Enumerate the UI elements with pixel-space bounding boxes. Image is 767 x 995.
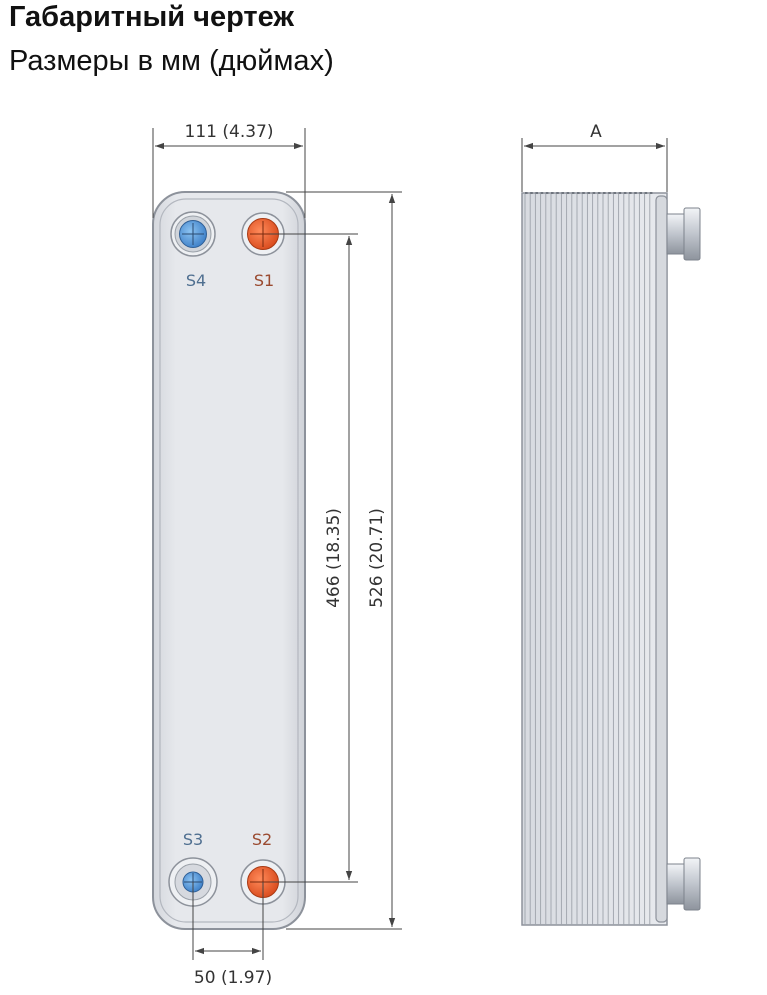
plate-fins <box>524 192 653 925</box>
port-label-s3: S3 <box>183 830 203 849</box>
plate-pack <box>521 192 668 926</box>
width-dimension-label: 111 (4.37) <box>185 122 274 142</box>
dimension-width <box>152 128 306 218</box>
port-s4 <box>170 211 216 257</box>
end-plate <box>655 195 668 923</box>
port-label-s2: S2 <box>252 830 272 849</box>
dimension-pack-length <box>521 138 668 192</box>
plate-outer <box>152 191 306 930</box>
port-label-s1: S1 <box>254 271 274 290</box>
port-spacing-dimension-label: 50 (1.97) <box>194 968 272 988</box>
port-center-height-dimension-label: 466 (18.35) <box>324 508 344 608</box>
plate-inner-edge <box>159 198 299 923</box>
front-view: S4 S1 S3 S2 <box>152 191 306 930</box>
page-subtitle: Размеры в мм (дюймах) <box>9 45 334 77</box>
side-view <box>521 192 701 926</box>
total-height-dimension-label: 526 (20.71) <box>367 508 387 608</box>
dimension-total-height <box>286 191 402 930</box>
dimension-port-centers <box>270 233 358 883</box>
bottom-connection <box>666 857 701 911</box>
page-title: Габаритный чертеж <box>9 1 294 33</box>
port-label-s4: S4 <box>186 271 206 290</box>
dimension-port-spacing <box>192 882 264 960</box>
port-s1 <box>241 212 285 256</box>
pack-length-dimension-label: A <box>590 122 602 142</box>
top-connection <box>666 207 701 261</box>
